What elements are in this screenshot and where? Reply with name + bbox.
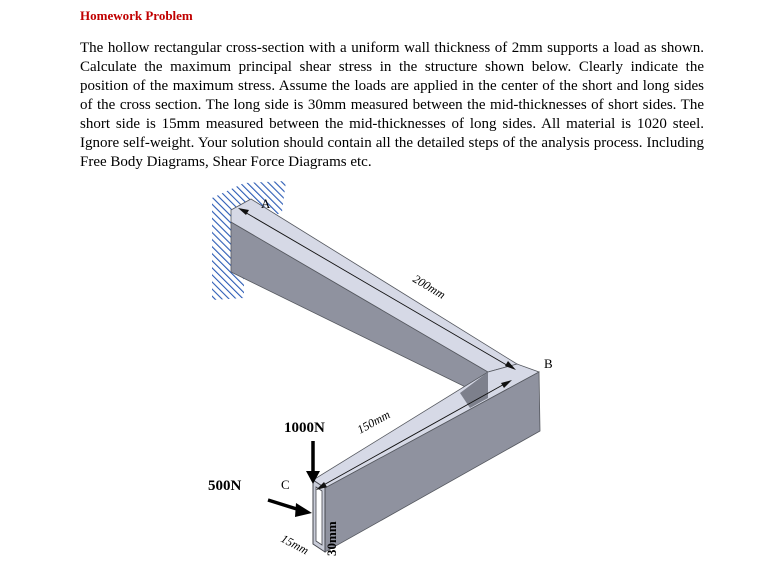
- dim-line-ab: [242, 210, 511, 368]
- beam-ab-front-face: [230, 221, 489, 399]
- label-dim-ab: 200mm: [410, 272, 448, 302]
- label-dim-long-side: 30mm: [324, 521, 339, 556]
- load-arrow-horizontal-head: [295, 503, 312, 517]
- load-arrow-vertical-head: [306, 471, 320, 484]
- dim-arrow-bc-end: [501, 380, 512, 388]
- beam-corner-face: [460, 372, 488, 408]
- label-dim-bc: 150mm: [355, 407, 393, 437]
- label-point-a: A: [261, 196, 271, 211]
- label-load-horizontal: 500N: [208, 478, 242, 494]
- label-load-vertical: 1000N: [284, 420, 325, 436]
- dim-line-bc: [319, 381, 509, 488]
- page-heading: Homework Problem: [80, 8, 193, 23]
- dim-arrow-bc-start: [316, 482, 327, 490]
- label-dim-short-side: 15mm: [279, 531, 312, 557]
- label-point-b: B: [544, 356, 553, 371]
- dim-arrow-ab-end: [505, 361, 516, 370]
- label-point-c: C: [281, 477, 290, 492]
- load-arrow-horizontal-shaft: [267, 498, 301, 512]
- end-section-hollow: [315, 486, 323, 546]
- problem-statement: The hollow rectangular cross-section wit…: [80, 40, 704, 170]
- dim-arrow-ab-start: [238, 208, 249, 215]
